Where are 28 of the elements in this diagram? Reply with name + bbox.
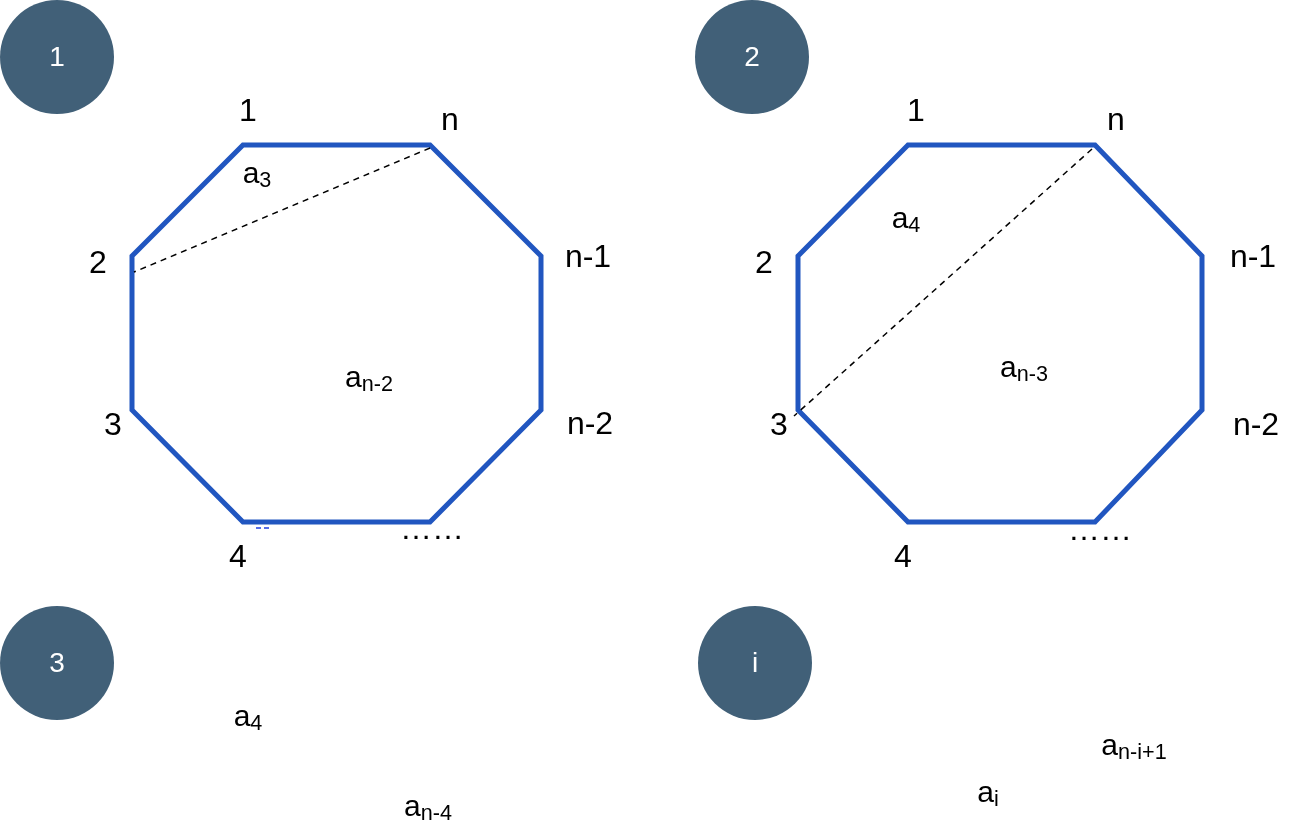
vertex-label: n bbox=[1107, 102, 1125, 135]
vertex-label: n-1 bbox=[564, 239, 612, 272]
step-number: 1 bbox=[49, 43, 65, 71]
vertex-label: 3 bbox=[770, 407, 788, 440]
vertex-label: n-2 bbox=[1232, 407, 1280, 440]
vertex-label: n-2 bbox=[566, 406, 614, 439]
step-number: i bbox=[751, 649, 759, 677]
vertex-label: 1 bbox=[907, 93, 925, 126]
step-number: 3 bbox=[49, 649, 65, 677]
step-number: 2 bbox=[744, 43, 760, 71]
vertex-label: 3 bbox=[104, 407, 122, 440]
vertex-label: n bbox=[441, 102, 459, 135]
term-label: a$_{3}$ bbox=[242, 157, 272, 188]
ellipsis-label: …… bbox=[1068, 512, 1132, 545]
vertex-label: 2 bbox=[89, 245, 107, 278]
term-label: a$_{n-2}$ bbox=[345, 361, 393, 392]
term-label: a$_{i}$ bbox=[977, 776, 999, 807]
vertex-label: 2 bbox=[755, 245, 773, 278]
vertex-label: 4 bbox=[894, 539, 912, 572]
ellipsis-label: …… bbox=[400, 511, 464, 544]
vertex-label: n-1 bbox=[1229, 239, 1277, 272]
vertex-label: 4 bbox=[229, 539, 247, 572]
term-label: a$_{n-4}$ bbox=[404, 790, 452, 821]
vertex-label: 1 bbox=[239, 93, 257, 126]
term-label: a$_{n-3}$ bbox=[1000, 351, 1048, 382]
term-label: a$_{n-i+1}$ bbox=[1101, 729, 1167, 760]
term-label: a$_{4}$ bbox=[233, 700, 263, 731]
term-label: a$_{4}$ bbox=[891, 202, 921, 233]
